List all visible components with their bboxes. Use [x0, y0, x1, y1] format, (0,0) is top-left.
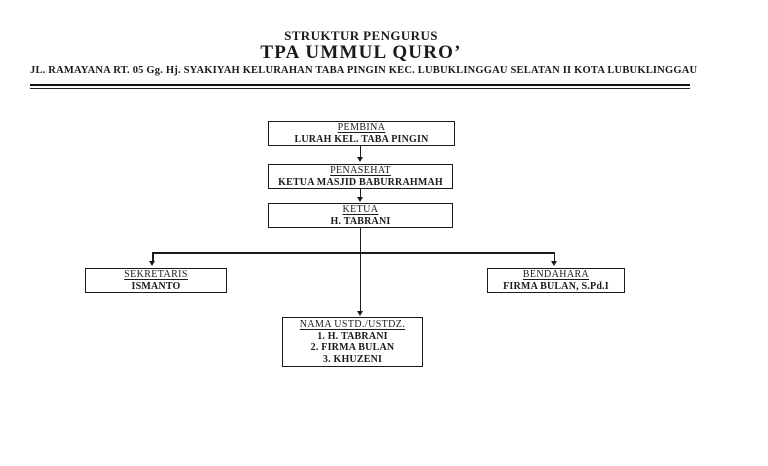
- node-role-label: PENASEHAT: [330, 165, 391, 176]
- arrow-down-icon: [550, 261, 557, 266]
- node-role-label: KETUA: [342, 204, 379, 215]
- node-person-name: FIRMA BULAN, S.Pd.I: [503, 280, 609, 292]
- connector-branch-line: [152, 252, 555, 254]
- node-person-name: LURAH KEL. TABA PINGIN: [294, 133, 429, 145]
- address-line: JL. RAMAYANA RT. 05 Gg. Hj. SYAKIYAH KEL…: [30, 65, 698, 76]
- node-role-label: NAMA USTD./USTDZ.: [299, 319, 406, 330]
- arrow-down-icon: [356, 311, 363, 316]
- arrow-down-icon: [149, 261, 156, 266]
- connector-line: [553, 252, 555, 262]
- node-person-name: KETUA MASJID BABURRAHMAH: [278, 176, 443, 188]
- connector-line: [359, 228, 361, 312]
- ustadz-member: 1. H. TABRANI: [317, 330, 388, 342]
- header-divider: [30, 84, 690, 89]
- org-node-pembina: PEMBINA LURAH KEL. TABA PINGIN: [268, 121, 455, 146]
- document-title: STRUKTUR PENGURUS: [284, 28, 438, 43]
- org-node-penasehat: PENASEHAT KETUA MASJID BABURRAHMAH: [268, 164, 453, 189]
- org-node-sekretaris: SEKRETARIS ISMANTO: [85, 268, 227, 293]
- ustadz-member: 3. KHUZENI: [322, 353, 383, 365]
- arrow-down-icon: [356, 157, 363, 162]
- connector-line: [152, 252, 154, 262]
- connector-line: [359, 146, 361, 158]
- connector-line: [359, 189, 361, 199]
- node-person-name: ISMANTO: [131, 280, 181, 292]
- org-node-bendahara: BENDAHARA FIRMA BULAN, S.Pd.I: [487, 268, 625, 293]
- node-role-label: PEMBINA: [337, 122, 386, 133]
- node-role-label: SEKRETARIS: [124, 269, 188, 280]
- node-role-label: BENDAHARA: [522, 269, 590, 280]
- node-person-name: H. TABRANI: [330, 215, 391, 227]
- ustadz-member: 2. FIRMA BULAN: [310, 342, 395, 353]
- arrow-down-icon: [356, 197, 363, 202]
- org-node-ketua: KETUA H. TABRANI: [268, 203, 453, 228]
- organization-name: TPA UMMUL QURO’: [260, 42, 462, 63]
- org-node-ustadz-list: NAMA USTD./USTDZ. 1. H. TABRANI 2. FIRMA…: [282, 317, 423, 367]
